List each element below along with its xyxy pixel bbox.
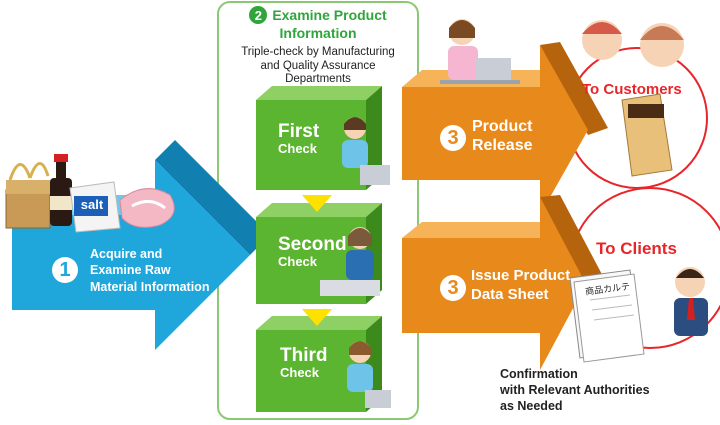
step3b-line2: Data Sheet xyxy=(471,285,549,303)
step3a-arrow xyxy=(402,42,608,215)
step1-line2: Examine Raw xyxy=(90,263,171,278)
step3b-number: 3 xyxy=(440,275,466,301)
first-check-label: First Check xyxy=(278,122,319,156)
first-check-box xyxy=(256,86,382,190)
step2-subtitle: Triple-check by Manufacturing and Qualit… xyxy=(222,46,414,87)
clients-illustration xyxy=(569,267,708,363)
yellow-arrow-1 xyxy=(302,195,332,212)
step1-label: Acquire and Examine Raw Material Informa… xyxy=(90,246,209,295)
raw-materials-illustration xyxy=(5,154,175,233)
step1-line1: Acquire and xyxy=(90,247,163,261)
worker-second-check xyxy=(320,227,380,296)
step3a-line1: Product xyxy=(472,118,533,135)
step2-subtitle-line2: and Quality Assurance xyxy=(260,59,376,72)
first-check-big: First xyxy=(278,121,320,142)
footer-note: Confirmation with Relevant Authorities a… xyxy=(500,366,650,414)
second-check-small: Check xyxy=(278,253,318,269)
step3a-number: 3 xyxy=(440,125,466,151)
second-check-label: Second Check xyxy=(278,235,347,269)
step2-subtitle-line3: Departments xyxy=(285,73,351,86)
clients-label: To Clients xyxy=(596,239,677,258)
step2-subtitle-line1: Triple-check by Manufacturing xyxy=(241,46,395,58)
step3b-line1: Issue Product xyxy=(471,267,571,284)
salt-label: salt xyxy=(80,197,104,212)
step1-line3: Material Information xyxy=(90,279,210,294)
second-check-big: Second xyxy=(278,234,347,255)
worker-third-check xyxy=(347,341,391,408)
footer-line2: with Relevant Authorities xyxy=(500,383,650,397)
third-check-label: Third Check xyxy=(280,346,328,380)
step2-number: 2 xyxy=(249,6,268,24)
footer-line1: Confirmation xyxy=(500,367,578,381)
worker-first-check xyxy=(342,117,390,185)
yellow-arrow-2 xyxy=(302,309,332,326)
step3a-label: Product Release xyxy=(472,117,533,155)
customers-label: To Customers xyxy=(582,81,682,98)
step3b-label: Issue Product Data Sheet xyxy=(471,267,570,305)
third-check-big: Third xyxy=(280,345,328,366)
third-check-small: Check xyxy=(280,364,320,380)
first-check-small: Check xyxy=(278,140,318,156)
customers-illustration xyxy=(582,20,684,177)
step1-arrow xyxy=(12,140,270,350)
step1-number: 1 xyxy=(52,257,78,283)
step2-title-line2: Information xyxy=(279,25,357,41)
worker-release xyxy=(440,19,520,84)
step3a-line2: Release xyxy=(472,137,533,155)
step3b-arrow xyxy=(402,195,606,370)
step2-header: 2 Examine Product Information Triple-che… xyxy=(222,6,414,87)
footer-line3: as Needed xyxy=(500,399,563,413)
step2-title-line1: Examine Product xyxy=(272,7,387,23)
